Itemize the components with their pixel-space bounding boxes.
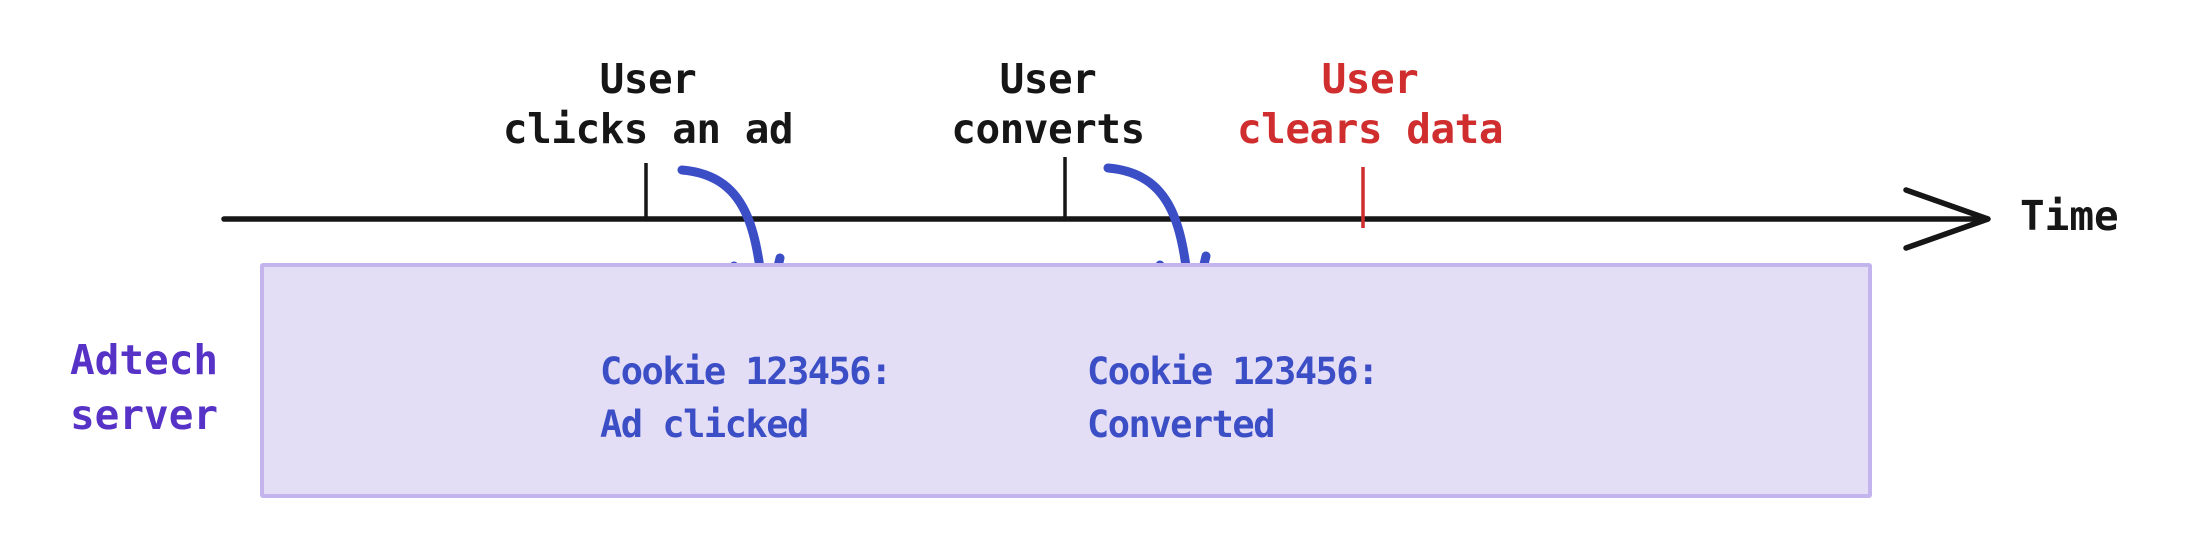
cookie-record-line: Cookie 123456: (600, 350, 892, 393)
time-axis-label: Time (2020, 192, 2119, 240)
event-label-line: User (599, 55, 697, 103)
cookie-record-line: Cookie 123456: (1087, 350, 1379, 393)
cookie-record-converted: Cookie 123456: Converted (1087, 345, 1379, 451)
cookie-record-line: Converted (1087, 403, 1275, 446)
event-label-ad-click: User clicks an ad (502, 54, 794, 154)
time-axis-arrowhead-icon (1903, 187, 1991, 251)
server-label-line: server (70, 391, 219, 439)
cookie-record-ad-clicked: Cookie 123456: Ad clicked (600, 345, 892, 451)
event-label-line: clears data (1236, 105, 1504, 153)
event-label-line: converts (951, 105, 1145, 153)
event-label-clear-data: User clears data (1236, 54, 1504, 154)
event-label-line: User (1321, 55, 1419, 103)
adtech-server-label: Adtech server (70, 333, 218, 443)
server-label-line: Adtech (70, 336, 219, 384)
adtech-server-box (260, 263, 1872, 498)
cookie-record-line: Ad clicked (600, 403, 809, 446)
event-label-line: clicks an ad (502, 105, 794, 153)
event-label-conversion: User converts (951, 54, 1145, 154)
event-label-line: User (999, 55, 1097, 103)
